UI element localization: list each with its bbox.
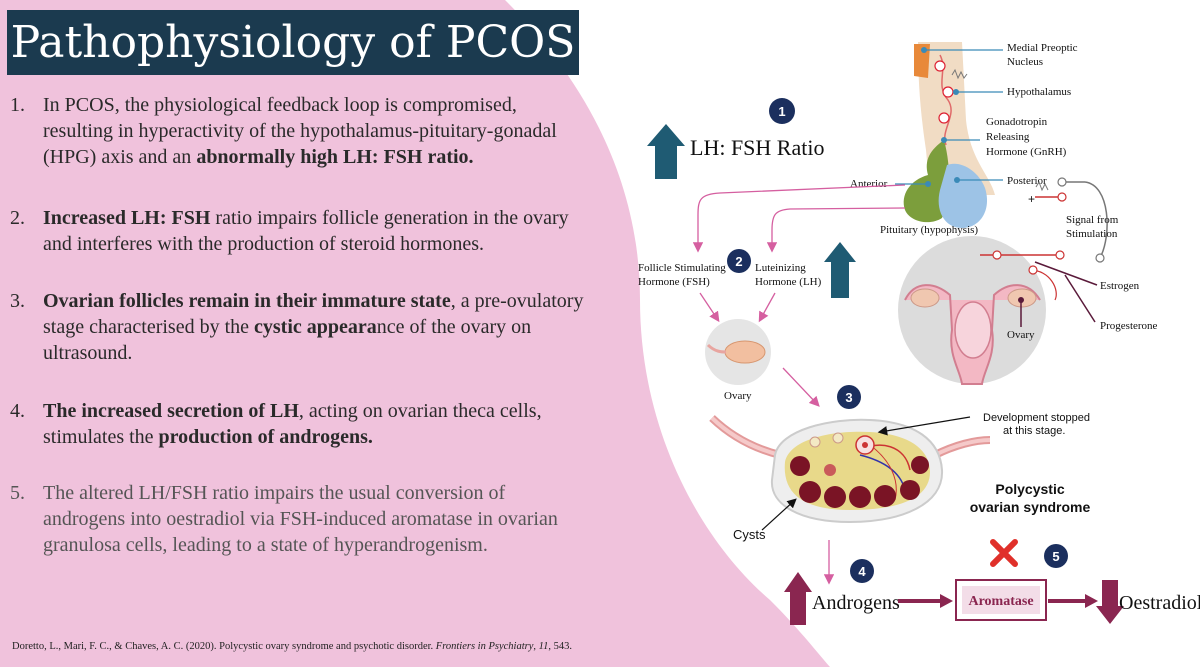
lh-up-arrow — [824, 242, 856, 298]
badge-4: 4 — [850, 559, 874, 583]
point-number: 3. — [10, 290, 25, 312]
cysts-label: Cysts — [733, 527, 766, 542]
hypothalamus-label: Hypothalamus — [1007, 86, 1071, 98]
text-run: , acting on ovarian theca cells, stimula… — [43, 400, 542, 448]
lh-to-ovary-arrow — [758, 292, 776, 323]
pcos-label-2: ovarian syndrome — [970, 499, 1091, 515]
lh-label-2: Hormone (LH) — [755, 276, 822, 288]
posterior-label: Posterior — [1007, 175, 1047, 187]
lh-fsh-ratio-label: LH: FSH Ratio — [690, 135, 824, 160]
badge-4-number: 4 — [858, 564, 866, 579]
point-text: The increased secretion of LH, acting on… — [43, 398, 588, 450]
citation-authors: Doretto, L., Mari, F. C., & Chaves, A. C… — [12, 641, 436, 652]
point-number: 2. — [10, 207, 25, 229]
aromatase-label: Aromatase — [968, 594, 1033, 609]
citation-sep: , — [533, 641, 539, 652]
citation-volume: 11 — [538, 641, 549, 652]
badge-1-number: 1 — [778, 104, 785, 119]
polycystic-ovary-illustration — [709, 415, 991, 524]
androgens-up-arrow — [784, 572, 812, 625]
pituitary-to-fsh-arrow — [692, 184, 906, 253]
pcos-label-1: Polycystic — [995, 481, 1064, 497]
androgens-to-aromatase-arrow — [898, 594, 953, 608]
fsh-label-1: Follicle Stimulating — [638, 262, 726, 274]
signal-feedback-loop: + — [1028, 177, 1108, 263]
bold-text-run: The increased secretion of LH — [43, 400, 299, 422]
bold-text-run: Ovarian follicles remain in their immatu… — [43, 290, 451, 312]
pink-panel — [0, 0, 830, 667]
badge-5-number: 5 — [1052, 549, 1059, 564]
signal-label-1: Signal from — [1066, 214, 1119, 226]
ovary-right-label: Ovary — [1007, 329, 1035, 341]
lh-fsh-up-arrow — [647, 124, 685, 179]
badge-5: 5 — [1044, 544, 1068, 568]
signal-label-2: Stimulation — [1066, 228, 1118, 240]
small-ovary-illustration — [705, 319, 771, 385]
estrogen-label: Estrogen — [1100, 280, 1140, 292]
pituitary-to-lh-arrow — [766, 207, 906, 253]
pituitary-label: Pituitary (hypophysis) — [880, 224, 978, 236]
point-text: Increased LH: FSH ratio impairs follicle… — [43, 205, 588, 257]
point-number: 1. — [10, 94, 25, 116]
bold-text-run: cystic appeara — [254, 316, 377, 338]
medial-preoptic-label-2: Nucleus — [1007, 56, 1043, 68]
badge-3: 3 — [837, 385, 861, 409]
point-text: In PCOS, the physiological feedback loop… — [43, 92, 588, 170]
title-bar: Pathophysiology of PCOS — [7, 10, 579, 75]
development-stopped-pointer — [877, 416, 971, 436]
lh-label-1: Luteinizing — [755, 262, 806, 274]
bold-text-run: abnormally high LH: FSH ratio. — [196, 146, 474, 168]
bold-text-run: Increased LH: FSH — [43, 207, 211, 229]
inhibited-cross-icon — [990, 539, 1018, 567]
reproductive-system-illustration — [898, 236, 1065, 385]
text-run: nce of the ovary on ultrasound. — [43, 316, 532, 364]
point-text: Ovarian follicles remain in their immatu… — [43, 288, 588, 366]
hypothalamus-connectors — [895, 47, 1003, 187]
androgens-label: Androgens — [812, 592, 900, 614]
page-title: Pathophysiology of PCOS — [10, 17, 576, 68]
cysts-pointer — [761, 498, 797, 531]
plus-sign-label: + — [1028, 192, 1035, 206]
gnrh-label-1: Gonadotropin — [986, 116, 1048, 128]
estrogen-pointer — [1034, 261, 1098, 286]
development-stopped-label-1: Development stopped — [983, 412, 1090, 424]
progesterone-label: Progesterone — [1100, 320, 1158, 332]
gnrh-label-3: Hormone (GnRH) — [986, 146, 1067, 158]
medial-preoptic-label-1: Medial Preoptic — [1007, 42, 1078, 54]
fsh-to-ovary-arrow — [699, 292, 720, 323]
hypothalamus-pituitary-illustration — [903, 42, 995, 228]
text-run: , a pre-ovulatory stage characterised by… — [43, 290, 584, 338]
badge-2: 2 — [727, 249, 751, 273]
point-number: 4. — [10, 400, 25, 422]
point-number: 5. — [10, 482, 25, 504]
fsh-label-2: Hormone (FSH) — [638, 276, 710, 288]
gnrh-label-2: Releasing — [986, 131, 1030, 143]
aromatase-to-oestradiol-arrow — [1048, 594, 1098, 608]
badge-1: 1 — [769, 98, 795, 124]
oestradiol-label: Oestradiol — [1119, 592, 1200, 614]
development-stopped-label-2: at this stage. — [1003, 425, 1065, 437]
citation-pages: , 543. — [548, 641, 572, 652]
progesterone-pointer — [1064, 274, 1096, 323]
point-text: The altered LH/FSH ratio impairs the usu… — [43, 480, 588, 558]
text-run: The altered LH/FSH ratio impairs the usu… — [43, 482, 558, 556]
anterior-label: Anterior — [850, 178, 888, 190]
text-run: ratio impairs follicle generation in the… — [43, 207, 569, 255]
bold-text-run: production of androgens. — [158, 426, 373, 448]
aromatase-inner — [962, 586, 1040, 614]
ovary-pointer-dot — [1018, 297, 1024, 303]
oestradiol-down-arrow — [1096, 580, 1124, 624]
citation: Doretto, L., Mari, F. C., & Chaves, A. C… — [12, 641, 572, 652]
citation-journal: Frontiers in Psychiatry — [435, 641, 534, 652]
ovary-to-pcos-arrow — [782, 367, 820, 407]
ovary-left-label: Ovary — [724, 390, 752, 402]
badge-3-number: 3 — [845, 390, 852, 405]
badge-2-number: 2 — [735, 254, 742, 269]
text-run: In PCOS, the physiological feedback loop… — [43, 94, 557, 168]
